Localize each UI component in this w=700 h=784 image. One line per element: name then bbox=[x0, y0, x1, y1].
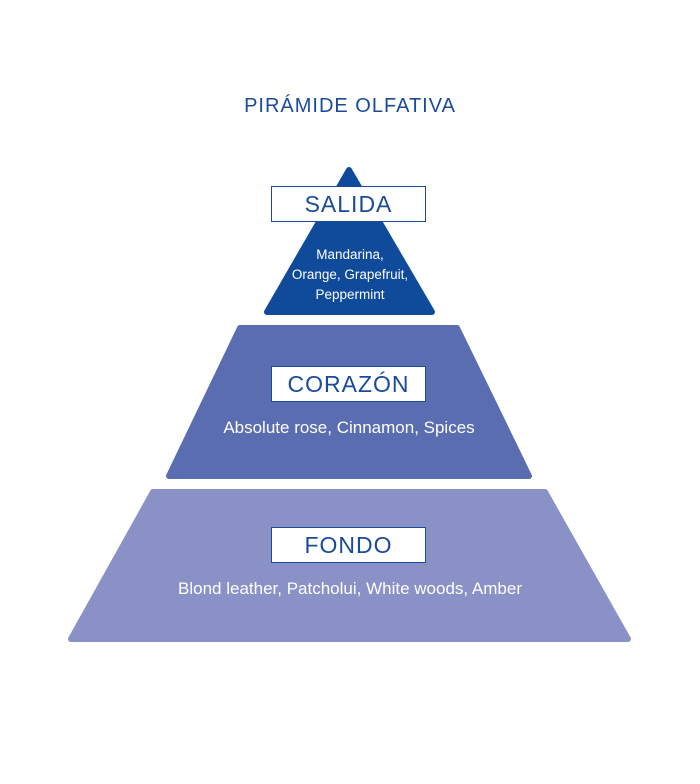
pyramid-top-tier bbox=[264, 167, 435, 315]
base-notes-label: FONDO bbox=[271, 527, 426, 563]
pyramid-base-tier bbox=[68, 489, 631, 642]
note-line: Mandarina, bbox=[316, 247, 384, 262]
base-notes-text: Blond leather, Patcholui, White woods, A… bbox=[178, 579, 522, 598]
page-title: PIRÁMIDE OLFATIVA bbox=[244, 95, 456, 117]
pyramid-middle-tier bbox=[166, 325, 532, 479]
top-notes-label: SALIDA bbox=[271, 186, 426, 222]
heart-notes-label: CORAZÓN bbox=[271, 366, 426, 402]
top-notes-text: Mandarina, Orange, Grapefruit, Peppermin… bbox=[270, 245, 430, 305]
heart-notes-text: Absolute rose, Cinnamon, Spices bbox=[223, 418, 475, 437]
note-line: Peppermint bbox=[315, 287, 385, 302]
note-line: Orange, Grapefruit, bbox=[291, 267, 409, 282]
